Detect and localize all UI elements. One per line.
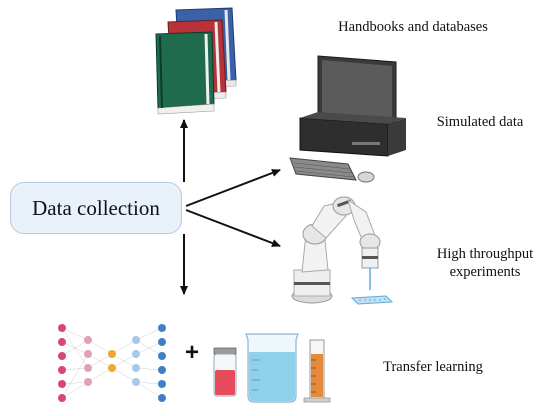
simulated-data-label: Simulated data bbox=[436, 114, 524, 130]
books-icon bbox=[155, 7, 237, 115]
computer-icon bbox=[289, 55, 406, 183]
robot-arm-icon bbox=[291, 196, 394, 305]
data-collection-node: Data collection bbox=[10, 182, 182, 234]
high-throughput-label-line1: High throughput bbox=[436, 246, 534, 262]
data-collection-label: Data collection bbox=[32, 195, 160, 220]
beaker-icon bbox=[245, 333, 299, 403]
arrow-to-simulated-data bbox=[185, 169, 281, 207]
arrow-to-high-throughput bbox=[185, 209, 281, 247]
high-throughput-label-line2: experiments bbox=[449, 264, 521, 280]
handbooks-label: Handbooks and databases bbox=[338, 19, 488, 35]
neural-network-icon bbox=[58, 324, 166, 402]
transfer-learning-label: Transfer learning bbox=[383, 359, 483, 375]
plus-symbol: + bbox=[184, 339, 199, 366]
vial-icon bbox=[213, 347, 237, 397]
connector-arrows bbox=[180, 119, 281, 295]
graduated-cylinder-icon bbox=[303, 339, 331, 403]
